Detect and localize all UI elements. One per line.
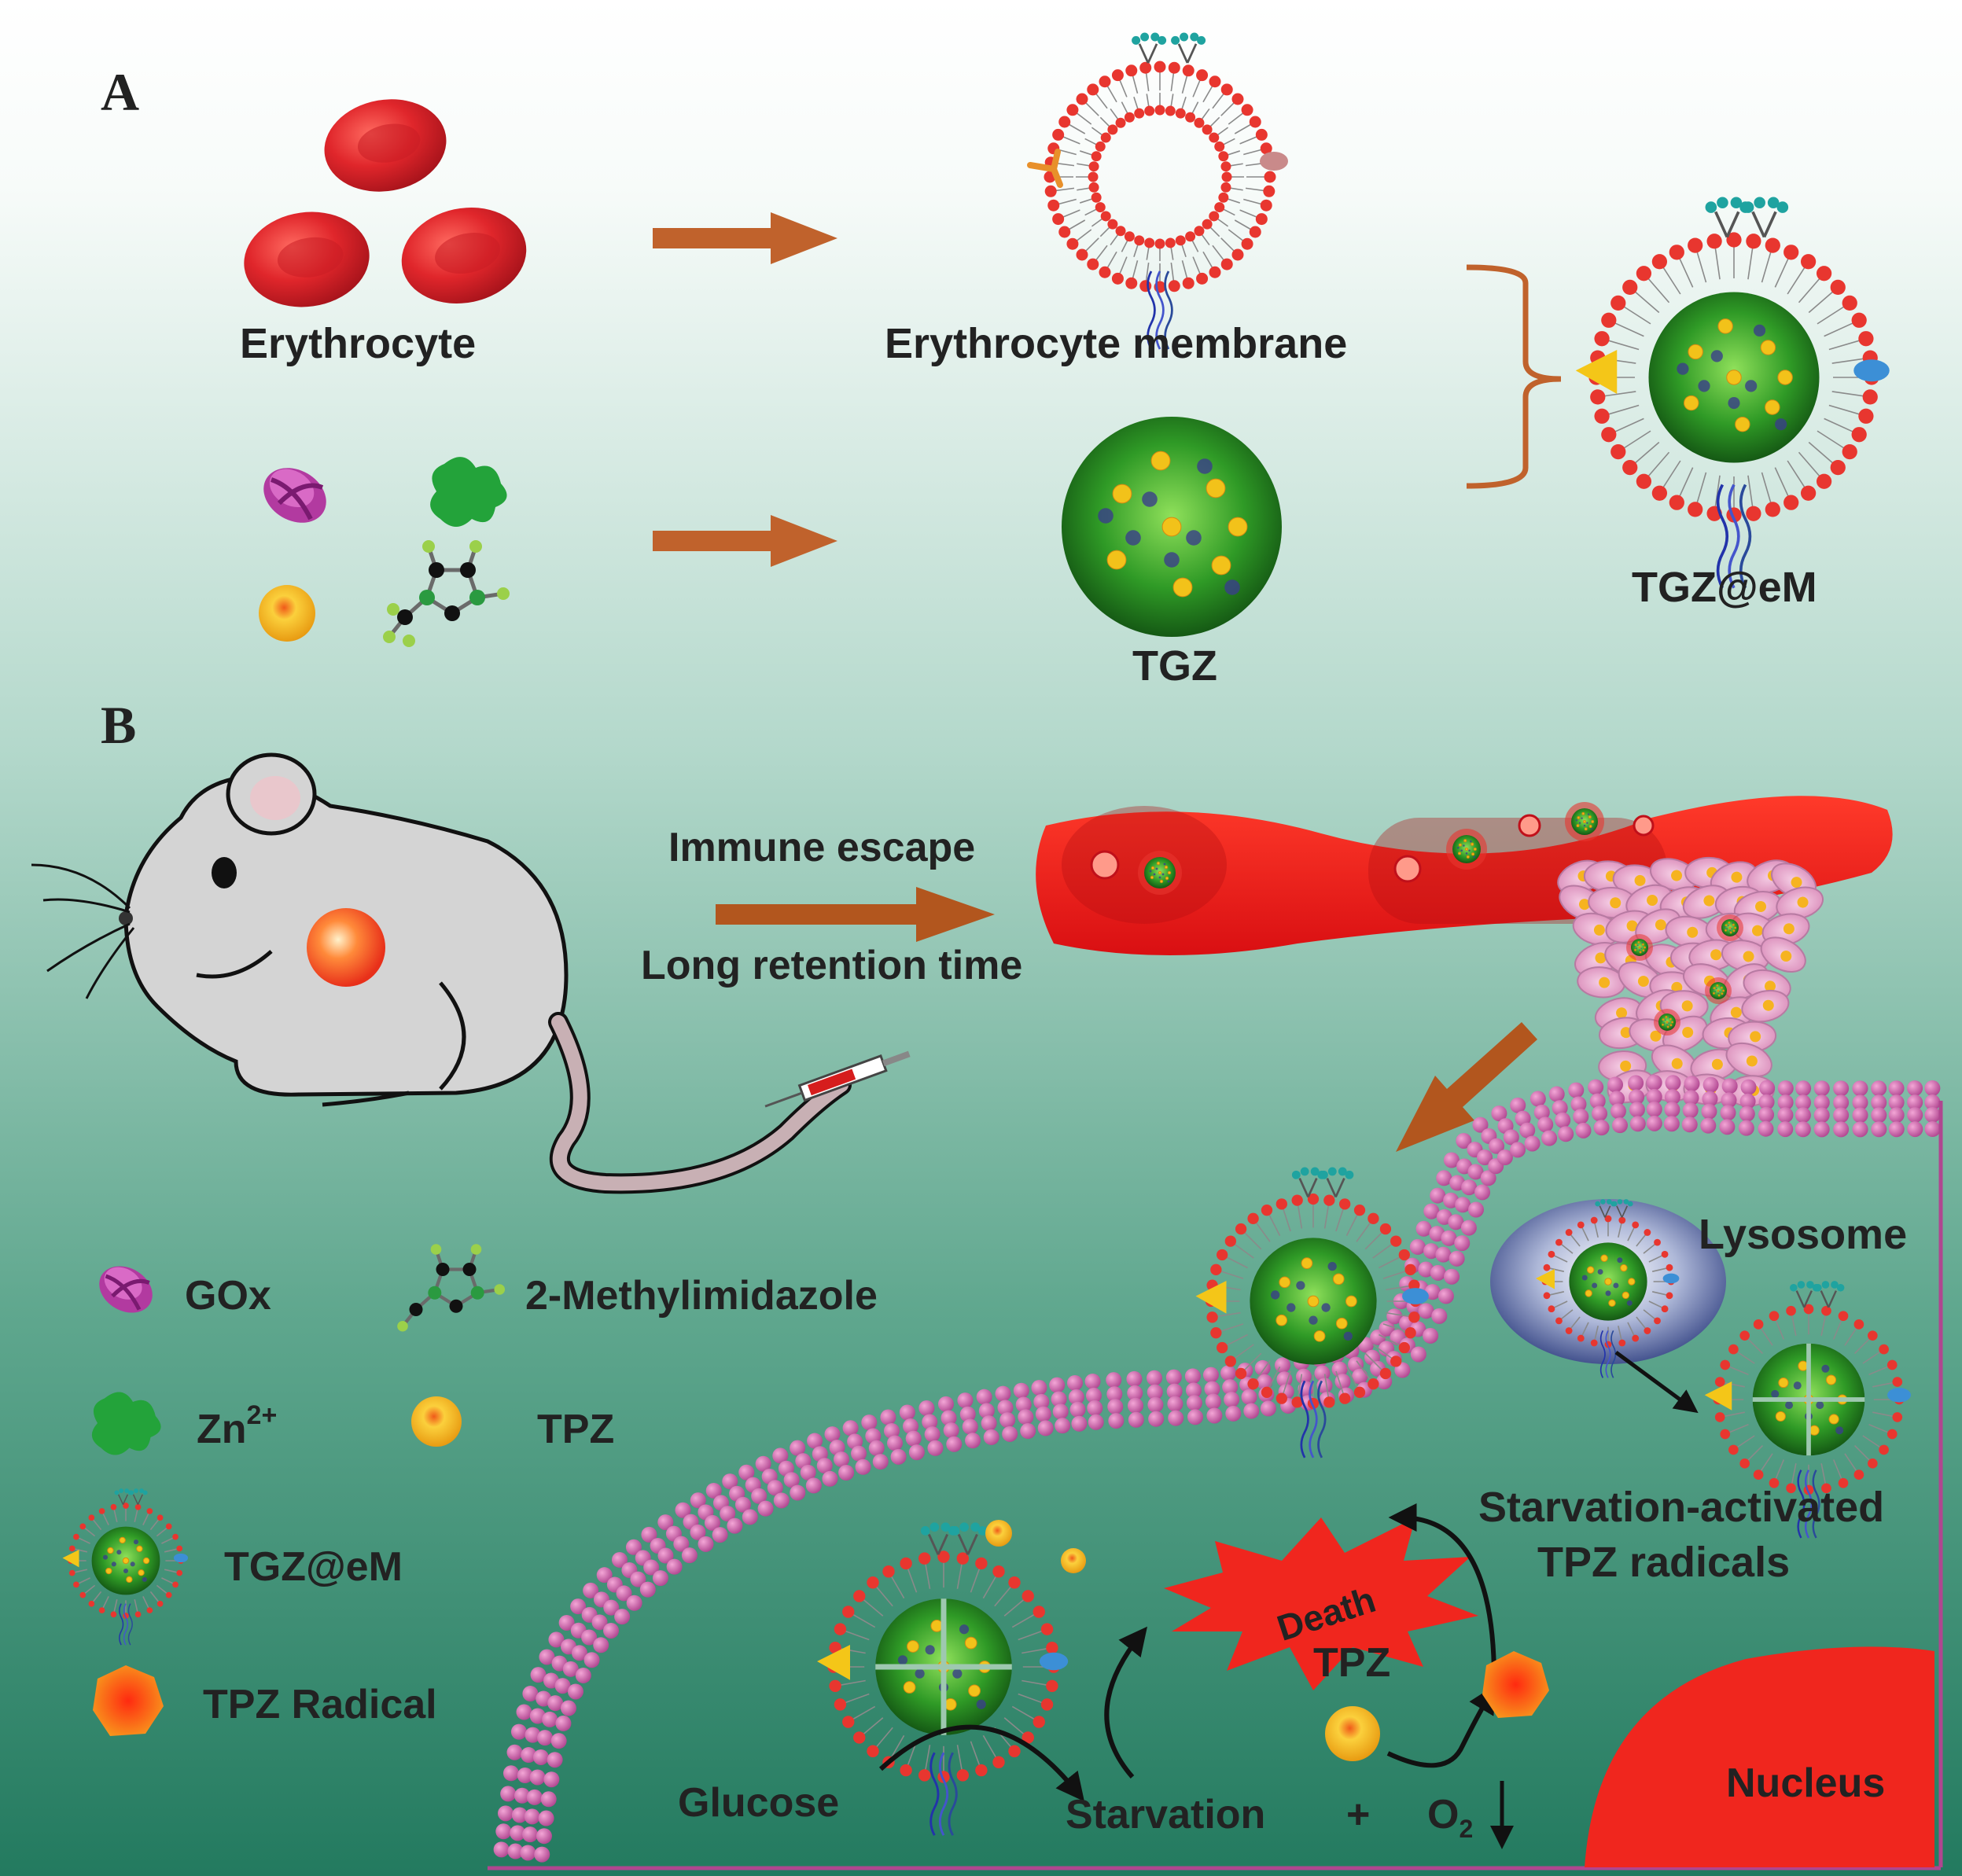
tpz-cell-label: TPZ xyxy=(1313,1640,1390,1686)
combine-bracket xyxy=(1466,264,1562,489)
legend-tgz-em-label: TGZ@eM xyxy=(224,1544,403,1590)
oxygen-label: O2 xyxy=(1427,1792,1473,1843)
tgz-em-product xyxy=(1575,197,1890,589)
tpz-icon xyxy=(259,585,315,642)
arrow-to-tgz xyxy=(653,515,837,567)
methylimidazole-icon xyxy=(383,540,510,647)
gox-icon xyxy=(263,468,326,523)
released-tpz-dot xyxy=(1061,1548,1086,1573)
legend-zinc-icon xyxy=(91,1392,161,1455)
legend-methylimidazole-icon xyxy=(397,1244,506,1332)
nucleus-label: Nucleus xyxy=(1726,1760,1885,1806)
long-retention-label: Long retention time xyxy=(641,943,1022,988)
panel-b-label: B xyxy=(101,695,136,755)
zinc-icon xyxy=(430,457,507,527)
vessel-nanoparticles xyxy=(1138,802,1604,895)
degraded-particle-lysosome xyxy=(1704,1281,1911,1539)
arrow-to-cell xyxy=(1396,1022,1537,1152)
glucose-label: Glucose xyxy=(678,1780,839,1826)
legend-tpz-label: TPZ xyxy=(537,1407,614,1452)
internalized-tgz-em xyxy=(1195,1167,1429,1458)
lysosome-release-arrow xyxy=(1614,1350,1699,1414)
degraded-particle-cytoplasm xyxy=(817,1522,1069,1836)
plus-label: + xyxy=(1346,1792,1370,1837)
death-burst xyxy=(1164,1517,1478,1690)
lysosome-label: Lysosome xyxy=(1699,1211,1907,1258)
cell-membrane xyxy=(488,1074,1943,1870)
erythrocyte-label: Erythrocyte xyxy=(240,320,476,367)
legend-gox-label: GOx xyxy=(185,1273,271,1319)
arrow-to-vessel xyxy=(716,887,995,942)
released-tpz-dot xyxy=(985,1520,1012,1547)
glucose-to-starvation-arrow xyxy=(878,1724,1085,1802)
starvation-to-death-arrow xyxy=(1104,1626,1147,1779)
legend: GOx 2-Methylimidazole Zn2+ TPZ TGZ@eM TP… xyxy=(62,1244,878,1736)
tgz-em-label: TGZ@eM xyxy=(1632,564,1817,611)
nucleus xyxy=(1585,1646,1934,1867)
starvation-activated-line2: TPZ radicals xyxy=(1537,1539,1790,1586)
legend-tgz-em-icon xyxy=(62,1488,189,1646)
membrane-vesicle xyxy=(1027,32,1288,350)
legend-tpz-radical-label: TPZ Radical xyxy=(203,1682,437,1727)
mouse-illustration xyxy=(31,752,911,1194)
tpz-cell xyxy=(1325,1706,1380,1761)
lysosome-nanoparticle xyxy=(1536,1199,1680,1378)
legend-zinc-label: Zn2+ xyxy=(197,1400,277,1452)
tpz-to-radical-arrow xyxy=(1386,1684,1496,1768)
membrane-label: Erythrocyte membrane xyxy=(885,320,1347,367)
erythrocyte-cells xyxy=(244,99,527,307)
starvation-label: Starvation xyxy=(1066,1792,1265,1837)
legend-tpz-icon xyxy=(411,1396,462,1447)
panel-a-label: A xyxy=(101,62,139,122)
tgz-label: TGZ xyxy=(1132,642,1217,690)
tpz-radical-cell xyxy=(1482,1651,1549,1718)
radical-to-death-arrow xyxy=(1388,1503,1496,1679)
immune-escape-label: Immune escape xyxy=(668,825,975,870)
arrow-to-membrane xyxy=(653,212,837,264)
starvation-activated-line1: Starvation-activated xyxy=(1478,1484,1884,1531)
tumor-cell-cluster xyxy=(1557,856,1824,1107)
tgz-nanoparticle xyxy=(1062,417,1282,637)
legend-tpz-radical-icon xyxy=(93,1665,164,1736)
legend-methylimidazole-label: 2-Methylimidazole xyxy=(525,1273,878,1319)
legend-gox-icon xyxy=(99,1266,153,1313)
